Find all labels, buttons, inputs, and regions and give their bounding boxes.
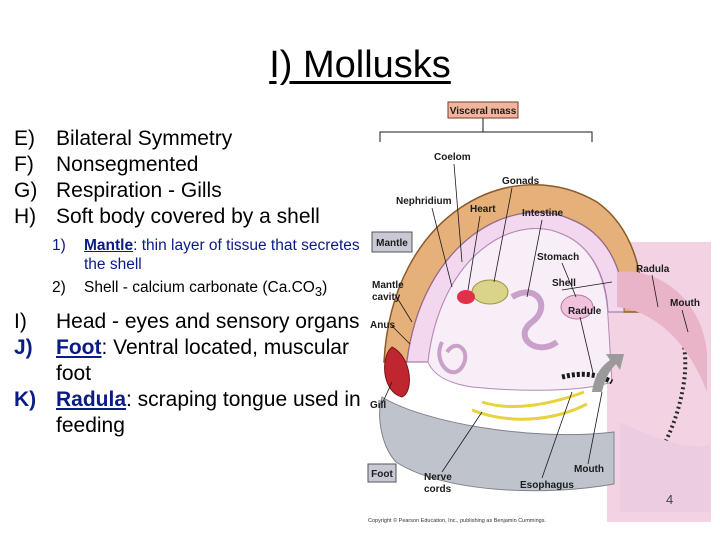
label-coelom: Coelom — [434, 152, 471, 163]
term-radula: Radula — [56, 388, 127, 412]
label-radula-inset: Radula — [636, 264, 670, 275]
list-item-e: E) Bilateral Symmetry — [14, 127, 233, 150]
inset-arrow — [592, 354, 624, 392]
label-visceral-mass: Visceral mass — [450, 106, 517, 117]
label-stomach: Stomach — [537, 252, 579, 263]
slide-title: I) Mollusks — [269, 44, 451, 86]
label-nephridium: Nephridium — [396, 196, 452, 207]
visceral-mass-body — [427, 228, 613, 391]
term-foot: Foot — [56, 336, 102, 360]
sub-item-shell: 2) Shell - calcium carbonate (Ca.CO3) — [52, 279, 328, 300]
copyright-text: Copyright © Pearson Education, Inc., pub… — [368, 517, 546, 524]
label-nerve-cords-2: cords — [424, 484, 452, 495]
trait-list: E) Bilateral Symmetry F) Nonsegmented G)… — [14, 126, 364, 439]
list-item-g: G) Respiration - Gills — [14, 179, 222, 202]
label-mantle-cavity-1: Mantle — [372, 280, 404, 291]
gonads-shape — [471, 279, 509, 305]
term-mantle: Mantle — [84, 237, 134, 254]
intestine-shape — [510, 289, 559, 351]
label-foot: Foot — [371, 469, 393, 480]
radula-strip — [561, 371, 614, 385]
list-item-f: F) Nonsegmented — [14, 153, 199, 176]
label-gill: Gill — [370, 400, 386, 411]
label-radule: Radule — [568, 306, 602, 317]
page-number: 4 — [666, 492, 674, 507]
heart-shape — [457, 290, 475, 304]
list-item-h: H) Soft body covered by a shell — [14, 205, 320, 228]
label-mantle-cavity-2: cavity — [372, 292, 401, 303]
list-item-j: J) Foot: Ventral located, muscular foot — [14, 336, 349, 386]
label-mouth-inset: Mouth — [670, 298, 700, 309]
label-gonads: Gonads — [502, 176, 540, 187]
stomach-shape — [560, 294, 594, 320]
label-mouth-small: Mouth — [574, 464, 604, 475]
label-anus: Anus — [370, 320, 395, 331]
label-intestine: Intestine — [522, 208, 564, 219]
mollusk-anatomy-diagram: Visceral mass Mantle Foot Coelom Gonads … — [362, 92, 714, 528]
nerve-cord-1 — [481, 390, 585, 408]
label-esophagus: Esophagus — [520, 480, 574, 491]
list-item-i: I) Head - eyes and sensory organs — [14, 310, 360, 334]
label-nerve-cords-1: Nerve — [424, 472, 452, 483]
anatomy-illustration: Visceral mass Mantle Foot Coelom Gonads … — [362, 92, 714, 528]
label-mantle: Mantle — [376, 238, 408, 249]
foot-shape — [379, 396, 615, 492]
label-heart: Heart — [470, 204, 496, 215]
list-item-k: K) Radula: scraping tongue used in feedi… — [14, 388, 361, 438]
label-shell: Shell — [552, 278, 576, 289]
sub-item-mantle: 1) Mantle: thin layer of tissue that sec… — [52, 237, 360, 273]
nerve-cord-2 — [471, 402, 588, 421]
